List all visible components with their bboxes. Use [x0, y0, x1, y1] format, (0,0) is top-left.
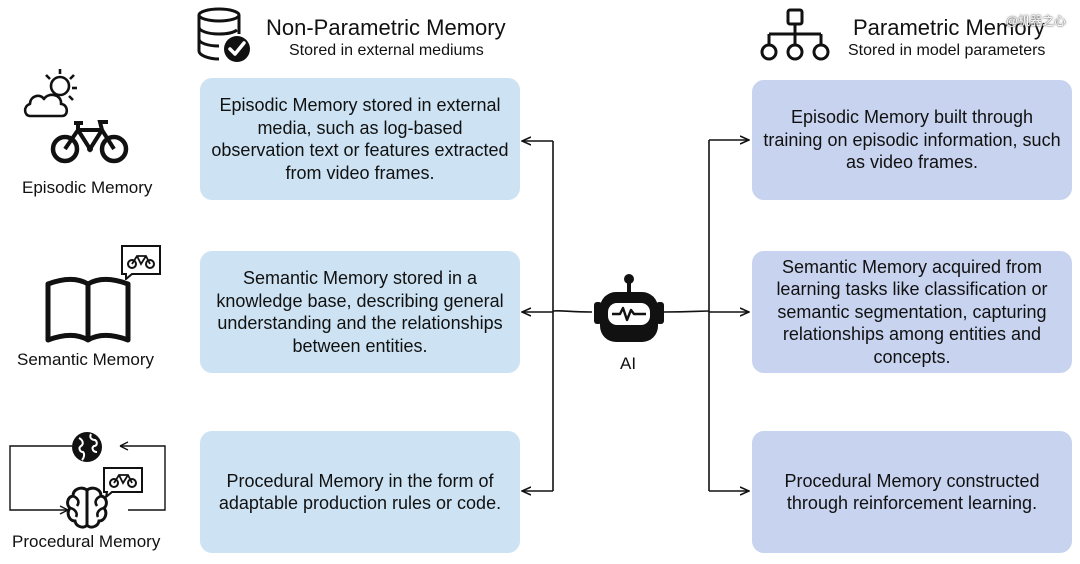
watermark: @机器之心: [1005, 14, 1066, 28]
np-procedural-text: Procedural Memory in the form of adaptab…: [218, 470, 502, 514]
p-episodic-box: Episodic Memory built through training o…: [752, 80, 1072, 200]
robot-icon: [594, 274, 664, 342]
globe-icon: [72, 432, 102, 462]
np-episodic-box: Episodic Memory stored in external media…: [200, 78, 520, 200]
speech-bubble-icon: [121, 245, 161, 280]
non-parametric-title: Non-Parametric Memory: [266, 15, 506, 40]
p-semantic-text: Semantic Memory acquired from learning t…: [776, 256, 1048, 367]
procedural-loop-lines: [9, 441, 166, 515]
book-icon: [45, 277, 131, 343]
non-parametric-subtitle: Stored in external mediums: [289, 42, 484, 59]
hierarchy-icon: [760, 8, 830, 61]
brain-icon: [66, 486, 108, 529]
database-check-icon: [197, 7, 250, 62]
np-semantic-text: Semantic Memory stored in a knowledge ba…: [216, 268, 504, 356]
episodic-memory-label: Episodic Memory: [22, 178, 153, 197]
weather-icon: [23, 69, 77, 118]
np-episodic-text: Episodic Memory stored in external media…: [211, 95, 509, 183]
procedural-memory-label: Procedural Memory: [12, 532, 161, 551]
np-semantic-box: Semantic Memory stored in a knowledge ba…: [200, 251, 520, 373]
parametric-subtitle: Stored in model parameters: [848, 42, 1046, 59]
semantic-memory-label: Semantic Memory: [17, 350, 154, 369]
parametric-title: Parametric Memory: [853, 15, 1045, 40]
np-procedural-box: Procedural Memory in the form of adaptab…: [200, 431, 520, 553]
bicycle-icon: [50, 120, 129, 164]
p-procedural-text: Procedural Memory constructed through re…: [784, 470, 1040, 514]
ai-label: AI: [620, 354, 637, 373]
speech-bubble-icon: [103, 467, 143, 500]
p-episodic-text: Episodic Memory built through training o…: [763, 107, 1061, 173]
p-procedural-box: Procedural Memory constructed through re…: [752, 431, 1072, 553]
p-semantic-box: Semantic Memory acquired from learning t…: [752, 251, 1072, 373]
